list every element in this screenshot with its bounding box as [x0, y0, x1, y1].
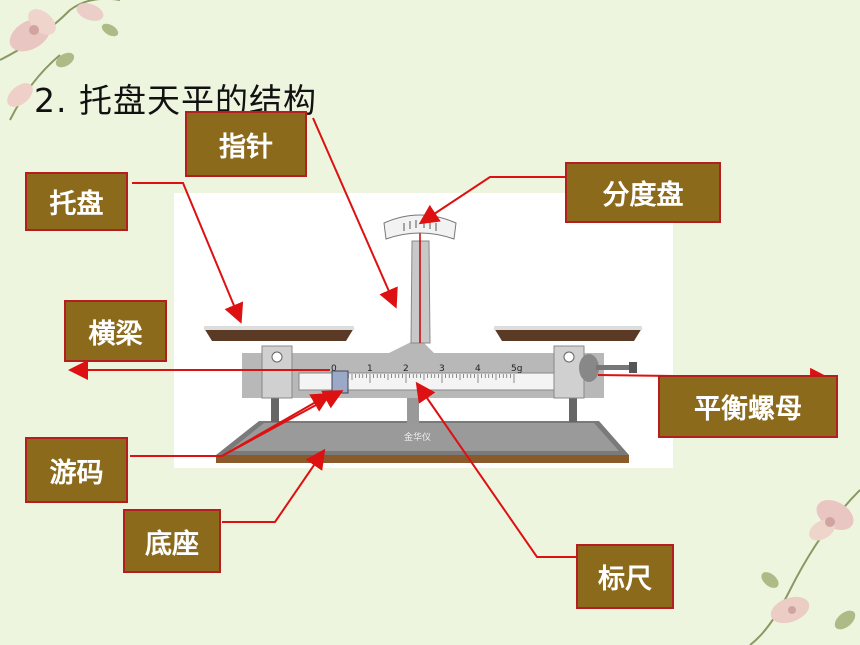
arrow-base: [222, 448, 326, 523]
arrow-dial: [418, 176, 565, 225]
scale-tick-label: 2: [403, 364, 409, 374]
label-pointer: 指针: [185, 111, 307, 177]
flower-decoration-top-left: [0, 0, 120, 121]
base-front: [216, 455, 629, 463]
label-base: 底座: [123, 509, 221, 573]
left-tray: [204, 328, 354, 341]
right-tray: [494, 328, 642, 341]
label-scale: 标尺: [576, 544, 674, 609]
scale-tick-label: 5g: [511, 364, 522, 374]
arrow-tray: [132, 182, 244, 324]
arrow-pointer: [312, 117, 398, 309]
label-beam: 横梁: [64, 300, 167, 362]
brand-label: 金华仪: [404, 431, 431, 443]
scale-tick-label: 1: [367, 364, 373, 374]
arrow-rider: [130, 393, 332, 457]
scale-tick-label: 3: [439, 364, 445, 374]
scale-tick-label: 4: [475, 364, 481, 374]
scale-tick-label: 0: [331, 364, 337, 374]
arrow-rider-2: [221, 390, 344, 457]
arrow-scale: [415, 381, 580, 558]
balance-illustration: 金华仪 0 1 2 3 4 5g: [174, 193, 673, 468]
label-dial: 分度盘: [565, 162, 721, 223]
flower-decoration-bottom-right: [749, 489, 860, 645]
label-rider: 游码: [25, 437, 128, 503]
label-tray: 托盘: [25, 172, 128, 231]
label-balance-nut: 平衡螺母: [658, 375, 838, 438]
